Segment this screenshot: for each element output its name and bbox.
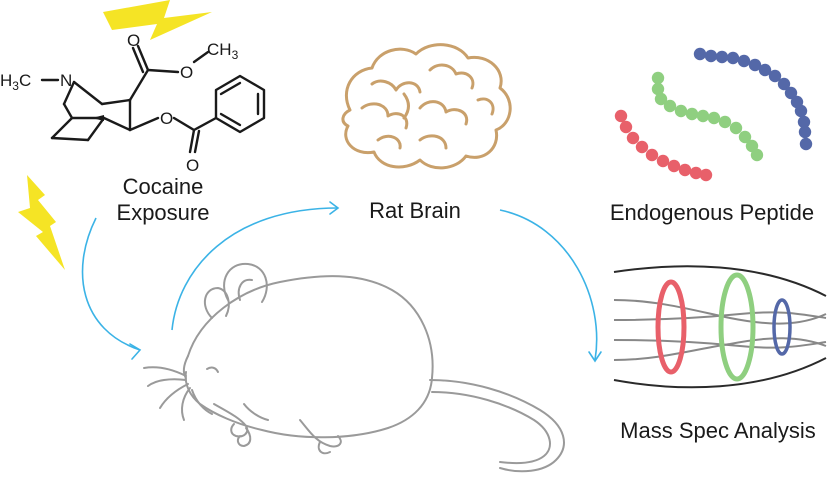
peptide-bead-green — [729, 121, 743, 135]
ms-ring-green — [718, 272, 756, 382]
label-mass-spec-analysis: Mass Spec Analysis — [620, 418, 816, 443]
lightning-icon-left — [18, 175, 65, 270]
label-cocaine-line1: Cocaine — [122, 174, 204, 199]
peptide-bead-green — [750, 148, 764, 162]
peptide-bead-red — [678, 163, 692, 177]
peptide-bead-green — [663, 99, 677, 113]
peptide-chains — [614, 47, 813, 182]
mouse-icon — [143, 262, 565, 473]
arrow-heads — [129, 201, 602, 363]
label-cocaine-exposure: Cocaine Exposure — [98, 174, 228, 226]
peptide-bead-blue — [794, 104, 808, 118]
peptide-bead-blue — [737, 54, 751, 68]
label-rat-brain: Rat Brain — [369, 198, 461, 223]
peptide-bead-green — [718, 115, 732, 129]
peptide-bead-green — [674, 104, 688, 118]
peptide-bead-blue — [704, 49, 718, 63]
arrow-rat-to-brain — [171, 207, 339, 331]
peptide-bead-red — [626, 131, 640, 145]
peptide-bead-green — [696, 109, 710, 123]
peptide-bead-green — [651, 82, 665, 96]
peptide-bead-blue — [768, 69, 782, 83]
peptide-bead-blue — [798, 125, 812, 139]
peptide-bead-red — [619, 120, 633, 134]
atom-benzoyl-o1: O — [160, 109, 173, 128]
atom-h3c: H3C — [0, 71, 31, 93]
peptide-bead-green — [651, 71, 665, 85]
flow-arrows — [81, 207, 598, 361]
label-cocaine-line2: Exposure — [116, 200, 210, 225]
ms-ring-blue — [772, 298, 792, 356]
peptide-bead-blue — [693, 47, 707, 61]
peptide-bead-blue — [777, 77, 791, 91]
mass-spec-icon — [613, 265, 827, 389]
atom-benzoyl-o2: O — [186, 156, 199, 175]
peptide-bead-green — [707, 111, 721, 125]
peptide-bead-red — [656, 154, 670, 168]
peptide-bead-blue — [715, 50, 729, 64]
peptide-bead-green — [654, 92, 668, 106]
brain-icon — [341, 43, 512, 170]
ms-outer-top — [613, 265, 827, 297]
peptide-bead-green — [738, 130, 752, 144]
ms-inner-bottom-1 — [613, 339, 827, 349]
atom-nitrogen: N — [60, 71, 72, 90]
peptide-bead-blue — [797, 115, 811, 129]
peptide-bead-blue — [784, 86, 798, 100]
ms-ring-red — [655, 279, 687, 375]
lightning-icon-top — [103, 0, 212, 40]
peptide-bead-red — [667, 159, 681, 173]
peptide-bead-red — [689, 166, 703, 180]
peptide-bead-red — [635, 140, 649, 154]
wedge-bond — [92, 115, 104, 121]
atom-ester-o2: O — [180, 63, 193, 82]
ms-outer-bottom — [613, 357, 827, 389]
cocaine-molecule — [40, 44, 266, 154]
peptide-bead-blue — [799, 137, 813, 151]
ms-inner-bottom-2 — [613, 337, 827, 361]
peptide-bead-blue — [748, 58, 762, 72]
peptide-bead-blue — [758, 63, 772, 77]
ms-inner-top-1 — [613, 299, 827, 325]
peptide-bead-green — [685, 107, 699, 121]
peptide-bead-red — [645, 148, 659, 162]
arrow-brain-to-ms — [499, 209, 598, 361]
atom-ester-o1: O — [127, 31, 140, 50]
atom-ch3: CH3 — [207, 40, 239, 62]
label-endogenous-peptide: Endogenous Peptide — [609, 200, 815, 225]
arrow-cocaine-to-rat — [81, 217, 141, 351]
ms-inner-top-2 — [613, 311, 827, 321]
peptide-bead-red — [699, 168, 713, 182]
peptide-bead-red — [614, 109, 628, 123]
peptide-bead-blue — [726, 51, 740, 65]
